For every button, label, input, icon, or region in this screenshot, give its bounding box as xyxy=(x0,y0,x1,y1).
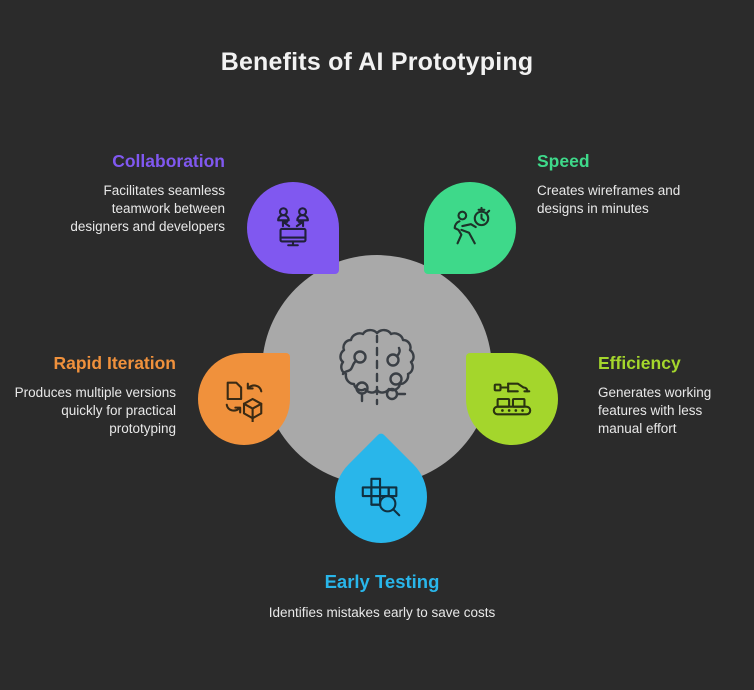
benefit-body-rapid-iteration: Produces multiple versions quickly for p… xyxy=(14,385,176,437)
benefit-text-efficiency: Efficiency Generates working features wi… xyxy=(598,352,748,438)
wireframe-magnifier-icon xyxy=(335,451,427,543)
page-title: Benefits of AI Prototyping xyxy=(220,48,534,76)
pin-early-testing[interactable] xyxy=(315,431,447,563)
benefit-heading-collaboration: Collaboration xyxy=(112,151,225,171)
robot-conveyor-icon xyxy=(466,353,558,445)
benefit-text-collaboration: Collaboration Facilitates seamless teamw… xyxy=(50,150,225,236)
benefit-body-efficiency: Generates working features with less man… xyxy=(598,385,712,437)
pin-shape-speed xyxy=(424,182,516,274)
runner-stopwatch-icon xyxy=(424,182,516,274)
pin-speed[interactable] xyxy=(424,182,516,274)
benefit-body-early-testing: Identifies mistakes early to save costs xyxy=(268,604,496,620)
pin-efficiency[interactable] xyxy=(466,353,558,445)
users-monitor-icon xyxy=(247,182,339,274)
benefit-heading-efficiency: Efficiency xyxy=(598,353,681,373)
pin-shape-rapid-iteration xyxy=(198,353,290,445)
benefit-body-collaboration: Facilitates seamless teamwork between de… xyxy=(70,183,225,235)
document-cube-refresh-icon xyxy=(198,353,290,445)
pin-collaboration[interactable] xyxy=(247,182,339,274)
pin-rapid-iteration[interactable] xyxy=(198,353,290,445)
benefit-heading-rapid-iteration: Rapid Iteration xyxy=(53,353,176,373)
brain-icon xyxy=(329,324,425,416)
benefit-text-rapid-iteration: Rapid Iteration Produces multiple versio… xyxy=(14,352,176,438)
benefit-text-speed: Speed Creates wireframes and designs in … xyxy=(537,150,727,218)
benefit-heading-early-testing: Early Testing xyxy=(324,571,440,592)
benefit-text-early-testing: Early Testing Identifies mistakes early … xyxy=(252,570,512,622)
benefit-heading-speed: Speed xyxy=(537,151,590,171)
benefit-body-speed: Creates wireframes and designs in minute… xyxy=(537,183,681,217)
pin-shape-efficiency xyxy=(466,353,558,445)
